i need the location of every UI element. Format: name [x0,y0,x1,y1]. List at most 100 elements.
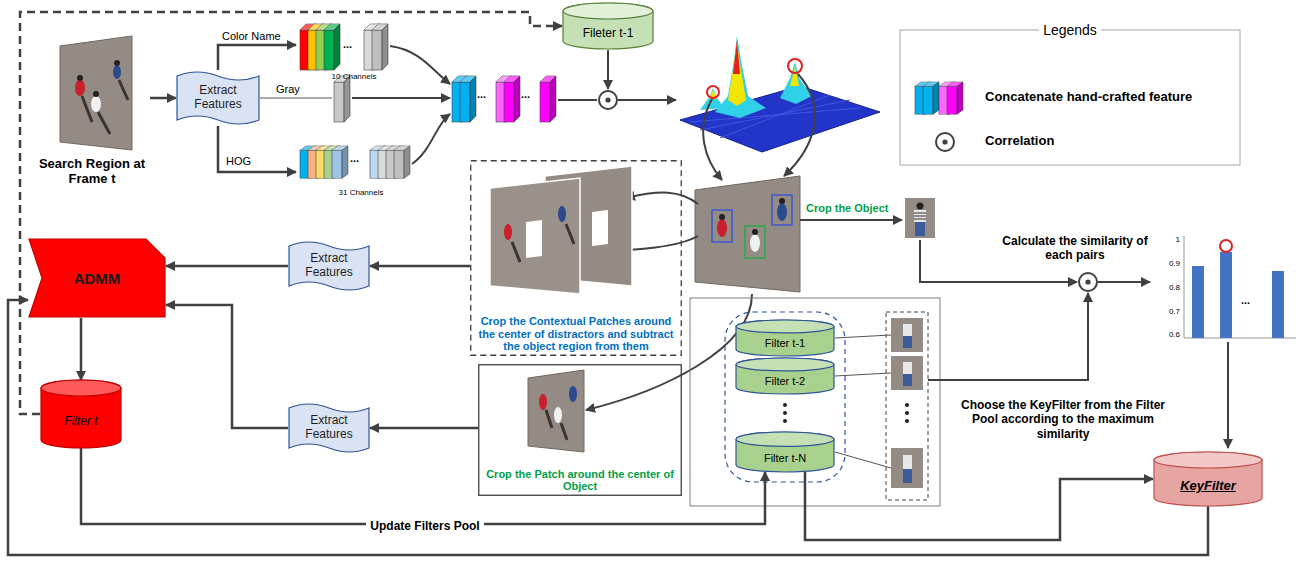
label: Gray [276,83,300,95]
solver-box: ADMM [28,238,166,318]
process-document: Extract Features [288,402,370,454]
text-block: KeyFilter [1157,468,1259,503]
filter-cylinder: Filter t [40,380,122,448]
node-text: Filter t-2 [765,375,805,387]
connector [150,97,176,100]
peak-arrow [784,74,815,176]
cylinder-body [736,358,834,394]
context-box: Crop the Contextual Patches around the c… [470,160,682,356]
label-anchor: 0.6 [1158,330,1180,339]
node-text: Filter t-1 [765,337,805,349]
node-text: Extract Features [180,84,256,112]
connector [218,45,296,70]
cylinder-body [736,320,834,356]
search-region-image [60,36,132,150]
node-text: Extract Features [292,252,366,280]
image-caption-node: Search Region at Frame t [34,36,150,190]
connector [166,265,288,268]
similarity-chart [1184,236,1296,338]
text-block: Extract Features [180,73,256,123]
text-block: Filter t-1 [739,333,831,353]
label-anchor: Choose the KeyFilter from the Filter Poo… [948,398,1178,441]
text-block: Extract Features [292,405,366,451]
pairing-lines [835,335,891,468]
label-anchor: Gray [276,83,300,95]
gray-line [260,98,332,99]
label-anchor: ... [350,152,368,164]
label-anchor: Legends [1030,21,1110,39]
text-block: Search Region at Frame t [38,39,146,187]
label: 0.9 [1158,259,1180,268]
process-document: Extract Features [176,70,260,126]
sample-images [891,318,923,488]
object-crop [905,198,935,238]
node-text: 31 Channels [339,188,384,197]
text-block: Filter t-2 [739,371,831,391]
label-anchor: 0.8 [1158,283,1180,292]
text-block: 10 Channels [300,21,408,81]
label: 1 [1158,235,1180,244]
connector [805,472,1153,540]
node-text: Filter t [64,414,97,428]
cylinder-body [563,3,653,49]
wave-shape [177,72,259,124]
edge-label-anchor: HOG [226,155,251,167]
frame-image [695,176,800,292]
filter-group [725,312,845,482]
cylinder-top [563,3,653,19]
node-text: 10 Channels [332,72,377,81]
text-block: Fileter t-1 [566,19,650,46]
cylinder-body [1154,452,1262,506]
legend-text-anchor: Correlation [985,133,1054,148]
text-block: Filter t-N [739,446,831,469]
node-text: Search Region at Frame t [38,156,146,187]
connector [81,448,765,524]
node-text: ADMM [74,270,121,287]
edge-label-anchor: Update Filters Pool [350,516,500,534]
hog-cubes [300,146,410,178]
sample-column [886,312,928,500]
feature-arrow [558,99,597,101]
label: Choose the KeyFilter from the Filter Poo… [948,398,1178,441]
wave-shape [289,404,369,452]
wave-shape [289,242,369,290]
label: ... [350,152,368,164]
peak-arrow [703,99,722,180]
legend-text: Correlation [985,133,1054,148]
correlation-symbol [599,91,617,109]
text-block: Extract Features [292,243,366,289]
connector [370,427,478,430]
feature-arrow [352,97,450,99]
feature-stack: 31 Channels [296,146,426,200]
label-anchor: 0.9 [1158,259,1180,268]
vertical-dots [783,403,787,423]
label-anchor: 1 [1158,235,1180,244]
crop-arrow [800,219,902,221]
node-text: Crop the Patch around the center of Obje… [482,468,678,493]
concatenated-feature [452,76,556,122]
node-text: Fileter t-1 [583,26,634,40]
feature-arrow [412,114,450,164]
process-document: Extract Features [288,240,370,292]
cylinder-body [41,380,121,448]
label: Legends [1039,22,1101,38]
cylinder-body [736,432,834,472]
node-text: Extract Features [292,414,366,442]
label-anchor: ... [477,88,495,100]
text-block: Filter t [44,396,118,445]
legend-correlation-symbol [936,133,954,151]
label: 0.7 [1158,307,1180,316]
label: ... [1241,294,1259,306]
label-anchor: ... [1241,294,1259,306]
patch-box: Crop the Patch around the center of Obje… [478,364,682,496]
response-arrow [618,99,676,101]
filter-arrow [607,50,609,89]
text-block: Crop the Contextual Patches around the c… [474,163,678,353]
label-anchor: ... [343,38,361,50]
response-map [680,36,880,152]
feature-stack: 10 Channels [296,18,412,84]
label: Calculate the similarity of each pairs [990,234,1160,263]
label-anchor: ... [521,88,539,100]
pool-filter: Filter t-N [735,432,835,472]
